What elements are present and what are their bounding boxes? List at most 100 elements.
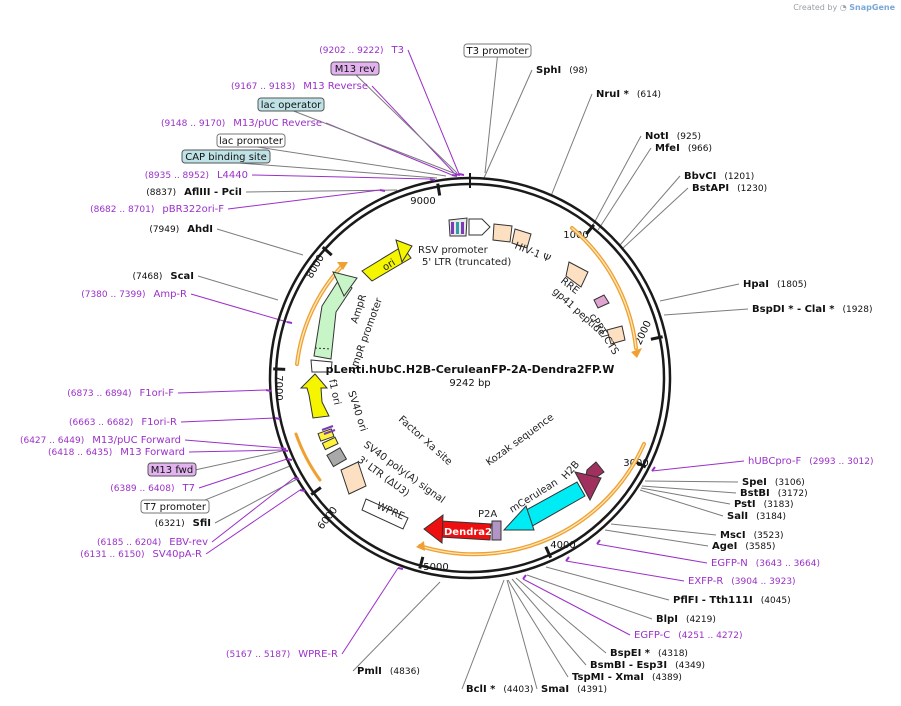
restriction-site[interactable]: (7468)ScaI <box>132 271 194 282</box>
label-box <box>147 462 197 477</box>
restriction-site[interactable]: PflFI - Tth111I(4045) <box>673 595 791 606</box>
feature-name: L4440 <box>217 170 248 181</box>
primer-feature[interactable]: (6185 .. 6204) EBV-rev <box>97 537 208 548</box>
restriction-site[interactable]: TspMI - XmaI(4389) <box>572 672 682 683</box>
primer-feature[interactable]: (6663 .. 6682)F1ori-R <box>69 417 177 428</box>
primer-feature[interactable]: (9148 .. 9170)M13/pUC Reverse <box>161 118 322 129</box>
leader-line <box>507 579 569 678</box>
restriction-site[interactable]: MscI(3523) <box>720 530 784 541</box>
feature-range: (6389 .. 6408) <box>110 484 174 494</box>
primer-feature[interactable]: (8682 .. 8701)pBR322ori-F <box>90 204 224 215</box>
primer-feature[interactable]: (8935 .. 8952)L4440 <box>145 170 248 181</box>
primer-feature[interactable]: EXFP-R(3904 .. 3923) <box>688 576 796 587</box>
credit-prefix: Created by <box>793 3 838 12</box>
primer-feature[interactable]: (5167 .. 5187)WPRE-R <box>226 649 338 660</box>
restriction-site[interactable]: (6321)SfiI <box>155 518 211 529</box>
restriction-site[interactable]: BbvCI(1201) <box>684 171 754 182</box>
f1-ori-label: f1 ori <box>326 378 342 406</box>
site-position: (4318) <box>658 649 688 659</box>
feature-name: EBV-rev <box>169 537 208 548</box>
boxed-label[interactable]: M13 fwd <box>147 462 197 477</box>
snapgene-credit: Created by ◔ SnapGene <box>793 3 895 12</box>
primer-feature[interactable]: (6873 .. 6894)F1ori-F <box>67 388 174 399</box>
primer-feature[interactable]: (6418 .. 6435)M13 Forward <box>48 447 185 458</box>
primer-feature[interactable]: (7380 .. 7399)Amp-R <box>81 289 187 300</box>
site-position: (3106) <box>775 478 805 488</box>
leader-line <box>515 577 607 654</box>
boxed-label[interactable]: T3 promoter <box>463 43 532 58</box>
leader-line <box>592 135 642 226</box>
kozak-label: Kozak sequence <box>484 412 556 468</box>
feature-name: EGFP-C <box>634 630 670 641</box>
boxed-label[interactable]: M13 rev <box>330 61 380 76</box>
leader-line <box>644 480 739 483</box>
leader-line <box>545 566 670 601</box>
tick-mark <box>585 223 596 236</box>
feature-range: (6185 .. 6204) <box>97 538 161 548</box>
restriction-site[interactable]: HpaI(1805) <box>743 279 807 290</box>
primer-feature[interactable]: (6427 .. 6449)M13/pUC Forward <box>20 435 181 446</box>
primer-feature[interactable]: (9202 .. 9222)T3 <box>319 45 404 56</box>
restriction-site[interactable]: PstI(3183) <box>734 499 794 510</box>
primer-feature[interactable]: (6131 .. 6150)SV40pA-R <box>80 549 202 560</box>
site-position: (4389) <box>652 673 682 683</box>
restriction-site[interactable]: SphI(98) <box>536 65 588 76</box>
boxed-label[interactable]: CAP binding site <box>181 149 271 164</box>
boxed-label[interactable]: T7 promoter <box>140 499 210 514</box>
restriction-site[interactable]: NotI(925) <box>645 131 701 142</box>
primer-feature[interactable]: hUBCpro-F(2993 .. 3012) <box>748 456 874 467</box>
top-small-features <box>448 217 626 345</box>
ori-arrow[interactable] <box>361 239 413 282</box>
dendra2-label: Dendra2 <box>444 527 492 538</box>
site-position: (7949) <box>149 225 179 235</box>
site-name: SphI <box>536 65 561 76</box>
boxed-label[interactable]: lac operator <box>257 97 325 112</box>
box-label-text: lac promoter <box>219 136 284 147</box>
restriction-site[interactable]: BspDI * - ClaI *(1928) <box>752 304 872 315</box>
site-position: (7468) <box>132 272 162 282</box>
leader-line <box>565 560 685 582</box>
restriction-site[interactable]: SmaI(4391) <box>541 684 607 695</box>
primer-feature[interactable]: EGFP-N(3643 .. 3664) <box>711 558 820 569</box>
tick-label: 9000 <box>410 196 435 207</box>
ampr-arrow[interactable] <box>310 271 358 373</box>
plasmid-name: pLenti.hUbC.H2B-CeruleanFP-2A-Dendra2FP.… <box>326 363 615 376</box>
restriction-site[interactable]: NruI *(614) <box>596 89 661 100</box>
leader-line <box>341 567 399 655</box>
restriction-site[interactable]: PmlI(4836) <box>357 666 420 677</box>
primer-feature[interactable]: (6389 .. 6408)T7 <box>110 483 195 494</box>
restriction-site[interactable]: BlpI(4219) <box>656 614 716 625</box>
restriction-site[interactable]: BstBI(3172) <box>740 488 808 499</box>
restriction-site[interactable]: BsmBI - Esp3I(4349) <box>590 660 705 671</box>
label-box <box>216 133 286 148</box>
leader-line <box>290 109 457 175</box>
boxed-label[interactable]: lac promoter <box>216 133 286 148</box>
restriction-site[interactable]: BclI *(4403) <box>466 684 533 695</box>
restriction-site[interactable]: MfeI(966) <box>655 143 712 154</box>
restriction-site[interactable]: AgeI(3585) <box>712 541 775 552</box>
site-position: (3523) <box>754 531 784 541</box>
f1-ori-arrow[interactable] <box>299 373 330 419</box>
restriction-site[interactable]: BspEI *(4318) <box>610 648 688 659</box>
h2b-arrow[interactable] <box>574 461 605 502</box>
restriction-site[interactable]: (7949)AhdI <box>149 224 213 235</box>
feature-name: WPRE-R <box>298 649 338 660</box>
primer-mark <box>280 447 287 450</box>
leader-line <box>596 543 708 564</box>
tick-mark <box>544 546 553 559</box>
feature-name: F1ori-F <box>140 388 175 399</box>
feature-name: F1ori-R <box>141 417 177 428</box>
restriction-site[interactable]: BstAPI(1230) <box>692 183 767 194</box>
primer-feature[interactable]: (9167 .. 9183)M13 Reverse <box>231 81 368 92</box>
leader-line <box>526 574 653 620</box>
primer-feature[interactable]: EGFP-C(4251 .. 4272) <box>634 630 743 641</box>
restriction-site[interactable]: SalI(3184) <box>727 511 786 522</box>
site-name: PmlI <box>357 666 382 677</box>
feature-range: (9202 .. 9222) <box>319 46 383 56</box>
restriction-site[interactable]: (8837)AflIII - PciI <box>146 187 242 198</box>
dendra2-arrow[interactable] <box>423 513 502 544</box>
tick-mark <box>418 556 425 569</box>
mcerulean-arrow[interactable] <box>502 481 586 531</box>
restriction-site[interactable]: SpeI(3106) <box>742 477 805 488</box>
